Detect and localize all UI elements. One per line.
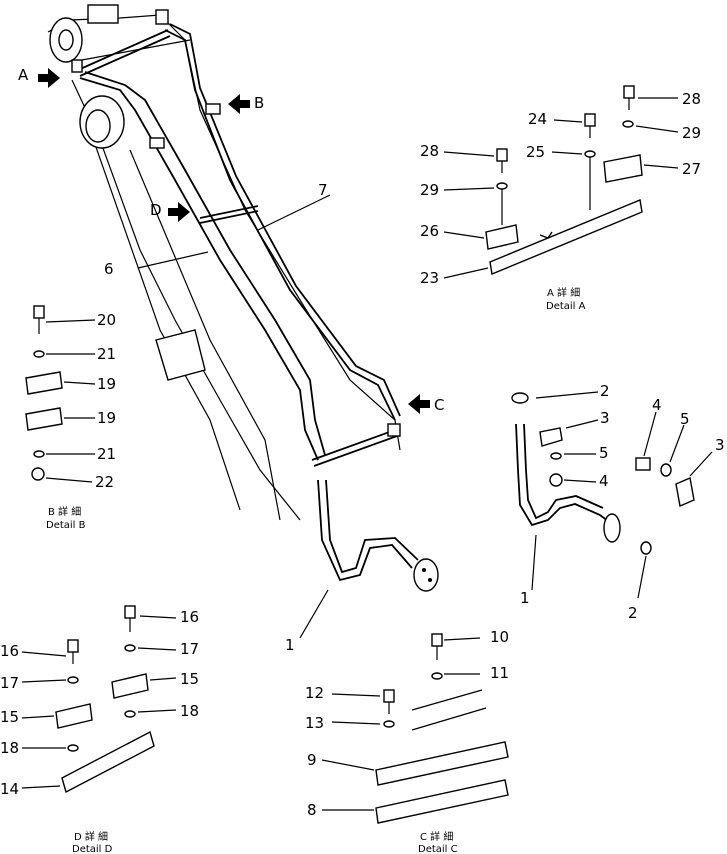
callout-23: 23 — [420, 269, 439, 287]
detail-d-en: Detail D — [72, 844, 113, 854]
callout-4-c1: 4 — [599, 472, 609, 490]
detail-d-jp: D 詳 細 — [74, 830, 108, 843]
detail-c-en: Detail C — [418, 844, 458, 854]
callout-28-a2: 28 — [420, 142, 439, 160]
svg-text:D: D — [150, 201, 162, 219]
callout-17-d1: 17 — [180, 640, 199, 658]
detail-a-en: Detail A — [546, 301, 586, 312]
callout-17-d2: 17 — [0, 674, 19, 692]
callout-19-b1: 19 — [97, 375, 116, 393]
callout-7: 7 — [318, 181, 328, 199]
callout-28-a1: 28 — [682, 90, 701, 108]
callout-20: 20 — [97, 311, 116, 329]
callout-2-c2: 2 — [628, 604, 638, 622]
svg-text:B: B — [254, 94, 264, 112]
svg-text:A: A — [18, 66, 29, 84]
callout-8: 8 — [307, 801, 317, 819]
callout-14: 14 — [0, 780, 19, 798]
callout-9: 9 — [307, 751, 317, 769]
view-arrow-c: C — [408, 394, 444, 414]
callout-13: 13 — [305, 714, 324, 732]
callout-27: 27 — [682, 160, 701, 178]
callout-18-d1: 18 — [180, 702, 199, 720]
callout-1-left: 1 — [285, 636, 295, 654]
callout-16-d2: 16 — [0, 642, 19, 660]
callout-6: 6 — [104, 260, 114, 278]
callout-12: 12 — [305, 684, 324, 702]
callout-15-d1: 15 — [180, 670, 199, 688]
callout-3-c1: 3 — [600, 409, 610, 427]
view-arrow-d: D — [150, 201, 190, 222]
callout-3-c2: 3 — [715, 436, 725, 454]
detail-a-jp: A 詳 細 — [547, 286, 580, 299]
callout-29-a2: 29 — [420, 181, 439, 199]
view-arrow-a: A — [18, 66, 60, 88]
boom-assembly — [47, 4, 439, 592]
svg-text:C: C — [434, 396, 444, 414]
callout-22: 22 — [95, 473, 114, 491]
detail-b: 20 21 19 19 21 22 B 詳 細 Detail B — [25, 305, 116, 531]
callout-26: 26 — [420, 222, 439, 240]
detail-c: 2 3 5 4 4 5 3 1 2 10 11 12 13 9 — [305, 382, 725, 854]
callout-5-c1: 5 — [599, 444, 609, 462]
callout-16-d1: 16 — [180, 608, 199, 626]
detail-b-jp: B 詳 細 — [48, 505, 81, 518]
callout-18-d2: 18 — [0, 739, 19, 757]
detail-b-en: Detail B — [46, 520, 86, 531]
detail-c-jp: C 詳 細 — [420, 830, 453, 843]
callout-5-c2: 5 — [680, 410, 690, 428]
callout-29-a1: 29 — [682, 124, 701, 142]
callout-15-d2: 15 — [0, 708, 19, 726]
callout-19-b2: 19 — [97, 409, 116, 427]
callout-2-c1: 2 — [600, 382, 610, 400]
callout-21-b2: 21 — [97, 445, 116, 463]
callout-21-b1: 21 — [97, 345, 116, 363]
view-arrow-b: B — [228, 94, 264, 114]
detail-d: 16 17 15 18 16 17 15 18 14 D 詳 細 Detail … — [0, 605, 199, 854]
callout-4-c2: 4 — [652, 396, 662, 414]
callout-11: 11 — [490, 664, 509, 682]
callout-10: 10 — [490, 628, 509, 646]
callout-25: 25 — [526, 143, 545, 161]
callout-24: 24 — [528, 110, 547, 128]
callout-1-right: 1 — [520, 589, 530, 607]
detail-a: 28 29 27 24 25 28 29 26 23 A 詳 細 Detail … — [420, 85, 701, 312]
